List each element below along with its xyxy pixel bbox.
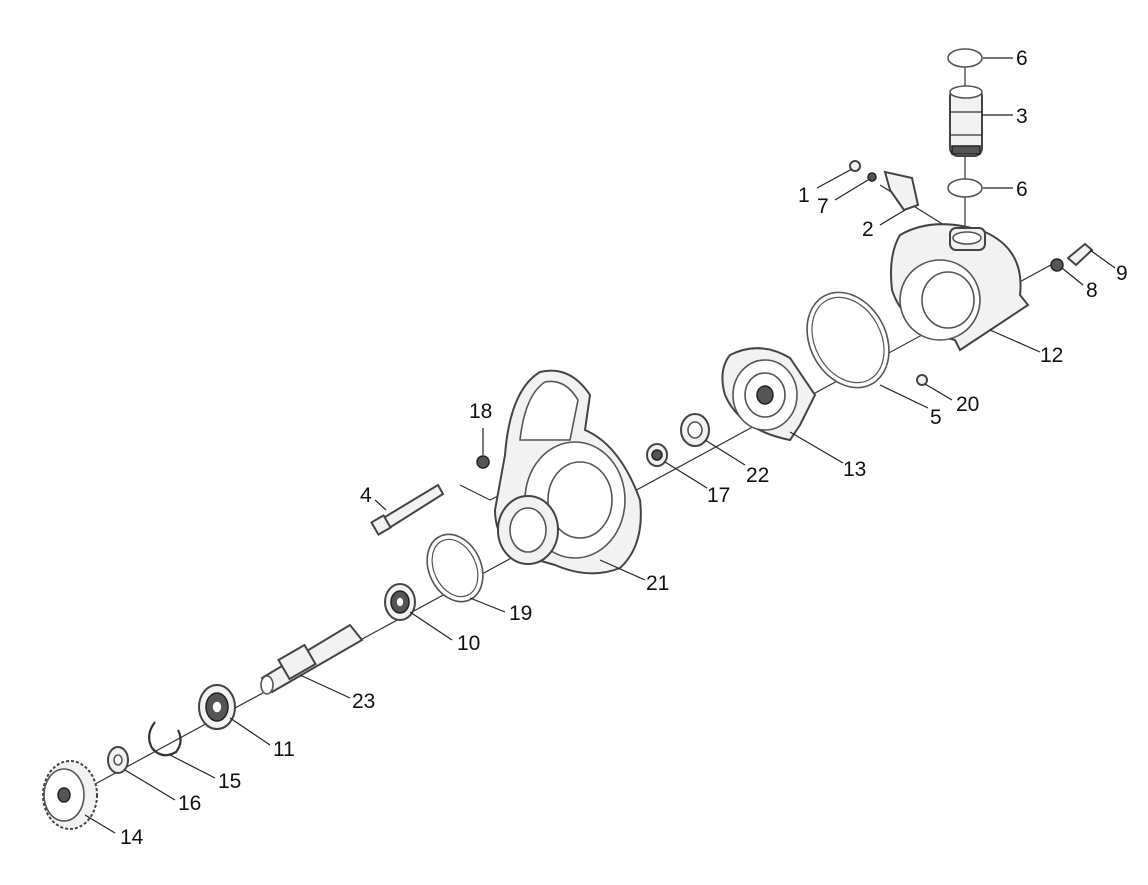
part-11-bearing: [198, 684, 236, 730]
part-9-bolt: [1066, 242, 1094, 267]
part-18-plug: [476, 455, 490, 469]
label-part-15: 15: [218, 770, 241, 793]
part-3-sleeve: [949, 85, 983, 157]
label-part-17: 17: [707, 484, 730, 507]
label-part-6-lower: 6: [1016, 178, 1028, 201]
label-part-4: 4: [360, 484, 372, 507]
part-8-nut: [1050, 258, 1064, 272]
part-4-stud: [370, 483, 445, 536]
part-19-o-ring: [426, 533, 484, 603]
label-part-2: 2: [862, 218, 874, 241]
label-part-3: 3: [1016, 105, 1028, 128]
label-part-9: 9: [1116, 262, 1128, 285]
part-6-o-ring-top: [947, 48, 983, 68]
part-13-impeller: [721, 347, 817, 442]
label-part-11: 11: [273, 738, 295, 761]
label-part-10: 10: [457, 632, 480, 655]
part-15-circlip: [148, 721, 182, 757]
label-part-21: 21: [646, 572, 669, 595]
part-1-plug: [849, 160, 861, 172]
label-part-8: 8: [1086, 279, 1098, 302]
part-16-washer: [107, 746, 129, 774]
part-6-o-ring-lower: [947, 178, 983, 198]
label-part-5: 5: [930, 406, 942, 429]
label-part-20: 20: [956, 393, 979, 416]
part-12-housing: [890, 223, 1030, 352]
part-20-nut: [916, 374, 928, 386]
leader-lines: [84, 57, 1116, 834]
part-21-volute: [493, 369, 642, 575]
label-part-6-top: 6: [1016, 47, 1028, 70]
label-part-23: 23: [352, 690, 375, 713]
part-labels: 6 3 6 1 7 2 9 8 12 20 5 13 22 17 18 4 21…: [120, 47, 1128, 849]
part-7-washer: [867, 172, 877, 182]
label-part-16: 16: [178, 792, 201, 815]
label-part-18: 18: [469, 400, 492, 423]
label-part-19: 19: [509, 602, 532, 625]
label-part-13: 13: [843, 458, 866, 481]
label-part-22: 22: [746, 464, 769, 487]
part-23-shaft: [260, 623, 364, 695]
part-2-bracket: [883, 170, 920, 212]
label-part-1: 1: [798, 184, 810, 207]
label-part-14: 14: [120, 826, 144, 849]
part-22-seal: [680, 413, 710, 447]
label-part-7: 7: [817, 195, 829, 218]
part-5-gasket: [806, 291, 890, 389]
part-14-gear: [42, 760, 98, 830]
part-10-bearing: [384, 583, 416, 621]
part-17-bushing: [646, 443, 668, 467]
label-part-12: 12: [1040, 344, 1063, 367]
